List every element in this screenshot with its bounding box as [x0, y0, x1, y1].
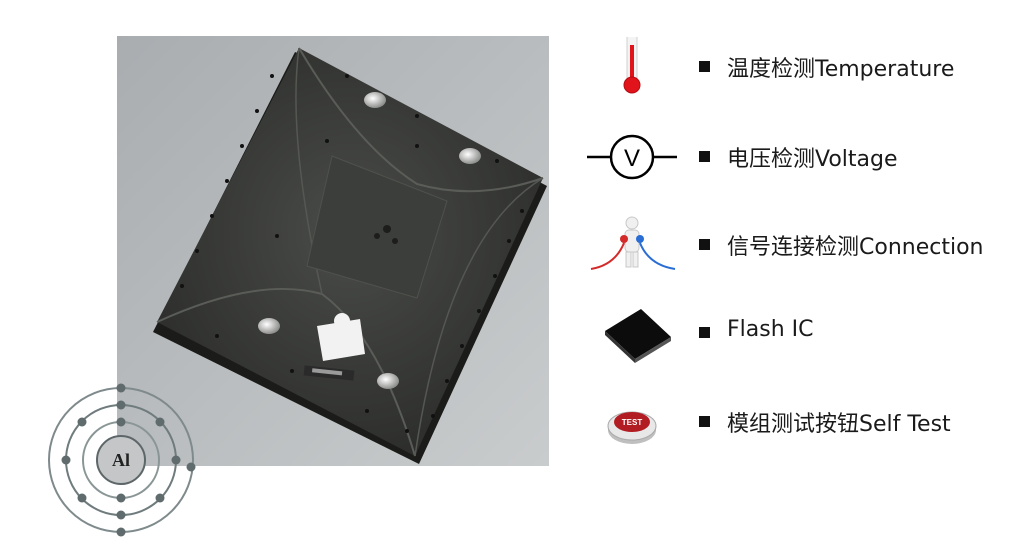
bullet: [699, 416, 710, 427]
feature-label-voltage: 电压检测Voltage: [727, 147, 898, 172]
feature-temperature: 温度检测Temperature: [585, 37, 1028, 97]
feature-label-temperature: 温度检测Temperature: [727, 57, 955, 82]
element-symbol: Al: [112, 450, 130, 470]
feature-label-flash-ic: Flash IC: [727, 317, 814, 342]
feature-voltage: V 电压检测Voltage: [585, 127, 1028, 187]
feature-list: 温度检测Temperature V 电压检测Voltage 信号连接检测Conn…: [585, 0, 1028, 557]
feature-label-connection: 信号连接检测Connection: [727, 235, 984, 260]
thermometer-icon: [623, 37, 641, 94]
flash-chip-icon: [605, 309, 671, 363]
voltmeter-icon: V: [587, 134, 677, 180]
bullet: [699, 61, 710, 72]
bullet: [699, 239, 710, 250]
connection-figure-icon: [590, 216, 676, 270]
test-button-icon: TEST: [607, 411, 657, 444]
bullet: [699, 327, 710, 338]
feature-self-test: TEST 模组测试按钮Self Test: [585, 392, 1028, 452]
feature-flash-ic: Flash IC: [585, 303, 1028, 363]
bullet: [699, 151, 710, 162]
aluminum-atom-diagram: Al: [48, 383, 196, 537]
feature-connection: 信号连接检测Connection: [585, 215, 1028, 275]
product-photo: [117, 36, 549, 466]
svg-text:TEST: TEST: [622, 418, 643, 427]
feature-label-self-test: 模组测试按钮Self Test: [727, 412, 951, 437]
svg-text:V: V: [624, 145, 640, 172]
